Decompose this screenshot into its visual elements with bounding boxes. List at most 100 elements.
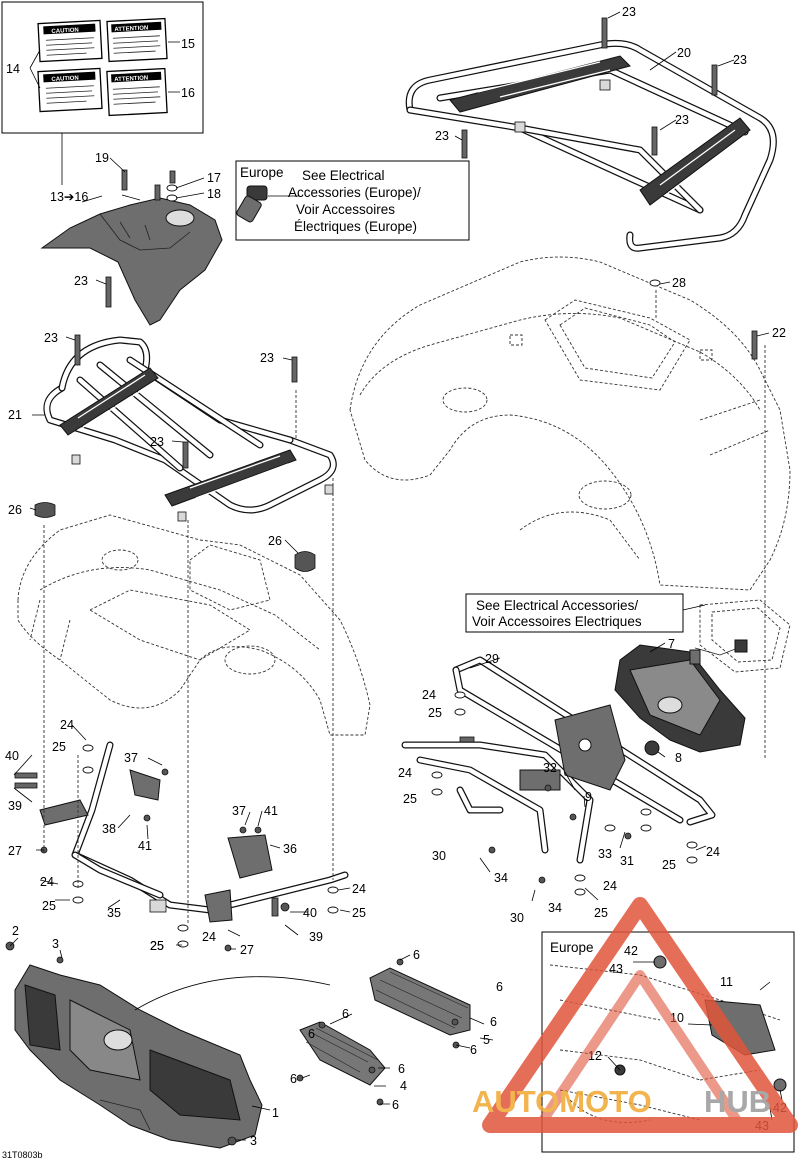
- callout-30: 30: [510, 911, 524, 925]
- rear-bumper-frame: [401, 656, 716, 864]
- label-group-13-16: 13➔16: [50, 190, 88, 204]
- callout-6: 6: [470, 1043, 477, 1057]
- callout-6: 6: [308, 1027, 315, 1041]
- electrical-note-line-1: See Electrical Accessories/: [476, 598, 638, 613]
- callout-38: 38: [102, 822, 116, 836]
- europe-note-title: Europe: [240, 165, 284, 180]
- callout-32: 32: [543, 761, 557, 775]
- callout-9: 9: [585, 790, 592, 804]
- callout-23: 23: [44, 331, 58, 345]
- callout-6: 6: [290, 1072, 297, 1086]
- callout-23: 23: [622, 5, 636, 19]
- callout-26: 26: [8, 503, 22, 517]
- callout-6: 6: [392, 1098, 399, 1112]
- callout-14: 14: [6, 62, 20, 76]
- callout-25: 25: [403, 792, 417, 806]
- callout-25: 25: [150, 939, 164, 953]
- europe-note-line-1: See Electrical: [302, 168, 385, 183]
- grille-mesh-right: [369, 967, 471, 1036]
- callout-34: 34: [494, 871, 508, 885]
- callout-3: 3: [250, 1134, 257, 1148]
- front-rack: [43, 336, 337, 522]
- callout-30: 30: [432, 849, 446, 863]
- rear-fender: [349, 256, 791, 591]
- callout-21: 21: [8, 408, 22, 422]
- watermark: AUTOMOTO HUB: [472, 897, 798, 1133]
- callout-24: 24: [422, 688, 436, 702]
- callout-26: 26: [268, 534, 282, 548]
- callout-33: 33: [598, 847, 612, 861]
- callout-23: 23: [74, 274, 88, 288]
- callout-37: 37: [124, 751, 138, 765]
- callout-24: 24: [352, 882, 366, 896]
- callout-11: 11: [720, 975, 733, 989]
- callout-25: 25: [662, 858, 676, 872]
- taillight-bracket: [614, 644, 746, 756]
- callout-39: 39: [8, 799, 22, 813]
- callout-34: 34: [548, 901, 562, 915]
- callout-39: 39: [309, 930, 323, 944]
- callout-40: 40: [303, 906, 317, 920]
- callout-8: 8: [675, 751, 682, 765]
- callout-25: 25: [428, 706, 442, 720]
- watermark-text-secondary: HUB: [704, 1084, 771, 1119]
- decal-label: CAUTION: [51, 76, 79, 83]
- decal-label: ATTENTION: [114, 25, 148, 33]
- europe-socket-part: [236, 185, 268, 223]
- callout-37: 37: [232, 804, 246, 818]
- callout-40: 40: [5, 749, 19, 763]
- callout-25: 25: [52, 740, 66, 754]
- decal-caution-top: CAUTION: [37, 19, 103, 63]
- callout-41: 41: [138, 839, 152, 853]
- callout-27: 27: [8, 844, 22, 858]
- callout-28: 28: [672, 276, 686, 290]
- decal-label: CAUTION: [51, 28, 79, 35]
- europe-inset-title: Europe: [550, 940, 594, 955]
- watermark-text-primary: AUTOMOTO: [472, 1084, 652, 1119]
- europe-note-line-3: Voir Accessoires: [296, 202, 395, 217]
- callout-leaders: [9, 11, 783, 1141]
- callout-27: 27: [240, 943, 254, 957]
- diagram-code: 31T0803b: [2, 1150, 43, 1160]
- callout-16: 16: [181, 86, 195, 100]
- callout-24: 24: [706, 845, 720, 859]
- callout-6: 6: [342, 1007, 349, 1021]
- callout-36: 36: [283, 842, 297, 856]
- taillight: [689, 599, 791, 673]
- callout-23: 23: [260, 351, 274, 365]
- callout-29: 29: [485, 652, 499, 666]
- callout-3: 3: [52, 937, 59, 951]
- callout-24: 24: [202, 930, 216, 944]
- europe-electrical-note: Europe See Electrical Accessories (Europ…: [235, 160, 470, 241]
- callout-6: 6: [496, 980, 503, 994]
- callout-6: 6: [398, 1062, 405, 1076]
- callout-23: 23: [150, 435, 164, 449]
- callout-4: 4: [400, 1079, 407, 1093]
- front-fender: [17, 514, 371, 736]
- callout-23: 23: [733, 53, 747, 67]
- callout-6: 6: [490, 1015, 497, 1029]
- callout-25: 25: [352, 906, 366, 920]
- decal-attention-top: ATTENTION: [106, 17, 168, 63]
- front-grill: [14, 964, 263, 1149]
- callout-43: 43: [609, 962, 623, 976]
- electrical-note: See Electrical Accessories/ Voir Accesso…: [465, 593, 706, 633]
- callout-7: 7: [668, 637, 675, 651]
- callout-20: 20: [677, 46, 691, 60]
- callout-24: 24: [40, 875, 54, 889]
- callout-24: 24: [398, 766, 412, 780]
- callout-25: 25: [42, 899, 56, 913]
- decal-attention-bottom: ATTENTION: [106, 67, 168, 117]
- callout-42: 42: [624, 944, 638, 958]
- callout-15: 15: [181, 37, 195, 51]
- callout-25: 25: [594, 906, 608, 920]
- europe-inset: Europe: [541, 931, 795, 1153]
- callout-2: 2: [12, 924, 19, 938]
- electrical-note-line-2: Voir Accessoires Electriques: [472, 614, 642, 629]
- decal-label: ATTENTION: [114, 75, 148, 83]
- callout-17: 17: [207, 171, 221, 185]
- decal-caution-bottom: CAUTION: [37, 67, 103, 113]
- callout-24: 24: [603, 879, 617, 893]
- callout-19: 19: [95, 151, 109, 165]
- callout-23: 23: [675, 113, 689, 127]
